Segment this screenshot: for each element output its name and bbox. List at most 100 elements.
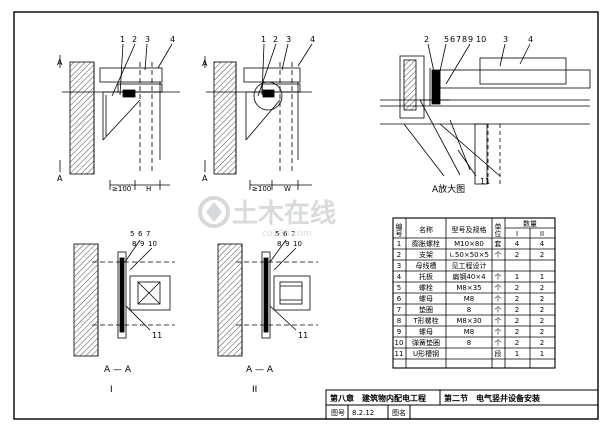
table-cell-qty-2: 2: [540, 339, 544, 347]
table-cell-unit: 个: [495, 295, 502, 303]
table-cell-unit: 个: [495, 328, 502, 336]
callout-detail2-1: 1: [261, 35, 266, 44]
watermark-text: 土木在线: [232, 199, 336, 229]
table-cell-unit: 个: [495, 317, 502, 325]
callout-sectionII-10: 10: [293, 240, 302, 248]
callout-sectionII-9: 9: [285, 240, 289, 248]
dimension-label: ≥100: [252, 185, 271, 193]
table-cell-name: U形槽钢: [413, 349, 439, 358]
view-title-section-2-roman: II: [252, 385, 257, 395]
callout-detail1-2: 2: [132, 35, 137, 44]
table-cell-name: 托板: [419, 272, 433, 281]
table-cell-no: 2: [397, 251, 401, 259]
callout-sectionI-10: 10: [148, 240, 157, 248]
callout-sectionII-11: 11: [298, 331, 308, 340]
title-block-grid: [325, 389, 599, 420]
callout-detail2-2: 2: [273, 35, 278, 44]
table-header-unit: 单: [495, 222, 502, 231]
callout-detailA-9: 9: [468, 35, 473, 44]
table-cell-unit: 个: [495, 251, 502, 259]
table-cell-qty-1: 1: [515, 350, 519, 358]
title-block-figno-label: 图号: [331, 409, 345, 417]
callout-detailA-10: 10: [476, 35, 486, 44]
table-cell-no: 6: [397, 295, 402, 303]
view-title-detail-a: A放大图: [432, 183, 465, 195]
table-cell-qty-1: 2: [515, 317, 519, 325]
view-title-section-2: A — A: [246, 365, 274, 375]
section-mark-a: A: [57, 58, 63, 67]
section-mark-a: A: [57, 174, 63, 183]
table-cell-name: 垫圈: [419, 305, 433, 314]
callout-detail1-4: 4: [170, 35, 175, 44]
table-cell-name: 支架: [419, 250, 433, 259]
table-cell-qty-1: 2: [515, 295, 519, 303]
callout-detailA-6: 6: [450, 35, 455, 44]
title-block-figname-label: 图名: [392, 408, 406, 417]
detail-I-plan: [59, 43, 180, 190]
table-cell-name: 螺母: [419, 327, 433, 336]
callout-detail1-3: 3: [145, 35, 150, 44]
section-mark-a: A: [202, 174, 208, 183]
section-AA-II: [217, 239, 318, 357]
callout-sectionI-5: 5: [130, 230, 134, 238]
table-cell-spec: ∟50×50×5: [449, 251, 489, 259]
table-cell-spec: M10×80: [454, 240, 484, 248]
watermark-logo: [198, 196, 230, 228]
table-cell-no: 10: [395, 339, 404, 347]
table-cell-qty-2: 2: [540, 328, 544, 336]
table-cell-name: T形螺栓: [412, 316, 438, 325]
callout-detailA-3: 3: [503, 35, 508, 44]
table-header-unit: 位: [495, 229, 502, 238]
table-header-qty-1: I: [516, 230, 518, 238]
section-mark-a: A: [202, 59, 208, 68]
title-block-figno: 8.2.12: [352, 409, 374, 417]
callout-detailA-8: 8: [462, 35, 467, 44]
table-cell-qty-1: 2: [515, 306, 519, 314]
table-header-spec: 型号及规格: [452, 225, 487, 234]
table-cell-spec: 8: [467, 306, 471, 314]
table-cell-name: 母线槽: [416, 261, 437, 270]
table-cell-unit: 个: [495, 284, 502, 292]
callout-detailA-4: 4: [528, 35, 533, 44]
detail-A-enlarged: [380, 43, 591, 185]
table-cell-qty-2: 1: [540, 350, 544, 358]
callout-detail2-3: 3: [286, 35, 291, 44]
callout-detailA-11: 11: [480, 177, 490, 186]
dimension-label: H: [146, 185, 151, 193]
callout-sectionII-8: 8: [277, 240, 281, 248]
table-cell-spec: 扁钢40×4: [452, 272, 486, 281]
callout-sectionI-11: 11: [152, 331, 162, 340]
table-cell-spec: M8×35: [456, 284, 481, 292]
callout-detail2-4: 4: [310, 35, 315, 44]
table-cell-qty-1: 2: [515, 339, 519, 347]
table-header-qty-2: II: [540, 230, 544, 238]
table-cell-name: 弹簧垫圈: [412, 338, 440, 347]
table-cell-no: 4: [397, 273, 402, 281]
table-cell-qty-2: 1: [540, 273, 544, 281]
callout-sectionII-6: 6: [283, 230, 288, 238]
table-cell-no: 8: [397, 317, 401, 325]
table-header-name: 名称: [419, 225, 433, 234]
table-cell-spec: M8: [464, 295, 475, 303]
view-title-section-1-roman: I: [110, 385, 113, 395]
title-block-chapter: 第八章 建筑物内配电工程: [330, 393, 426, 403]
table-cell-unit: 套: [495, 239, 502, 248]
callout-sectionI-6: 6: [138, 230, 143, 238]
table-cell-qty-2: 2: [540, 317, 544, 325]
callout-sectionI-8: 8: [132, 240, 136, 248]
parts-table-grid: [392, 217, 556, 369]
table-cell-qty-2: 2: [540, 295, 544, 303]
title-block-section: 第二节 电气竖井设备安装: [444, 393, 540, 403]
table-cell-unit: 个: [495, 306, 502, 314]
table-cell-no: 9: [397, 328, 401, 336]
table-header-qty: 数量: [523, 219, 537, 228]
table-cell-spec: M8: [464, 328, 475, 336]
table-cell-spec: M8×30: [456, 317, 481, 325]
table-cell-qty-1: 1: [515, 273, 519, 281]
table-cell-no: 11: [395, 350, 404, 358]
watermark-subtext: co188.com: [262, 229, 312, 239]
table-cell-qty-2: 4: [540, 240, 545, 248]
callout-detail1-1: 1: [120, 35, 125, 44]
